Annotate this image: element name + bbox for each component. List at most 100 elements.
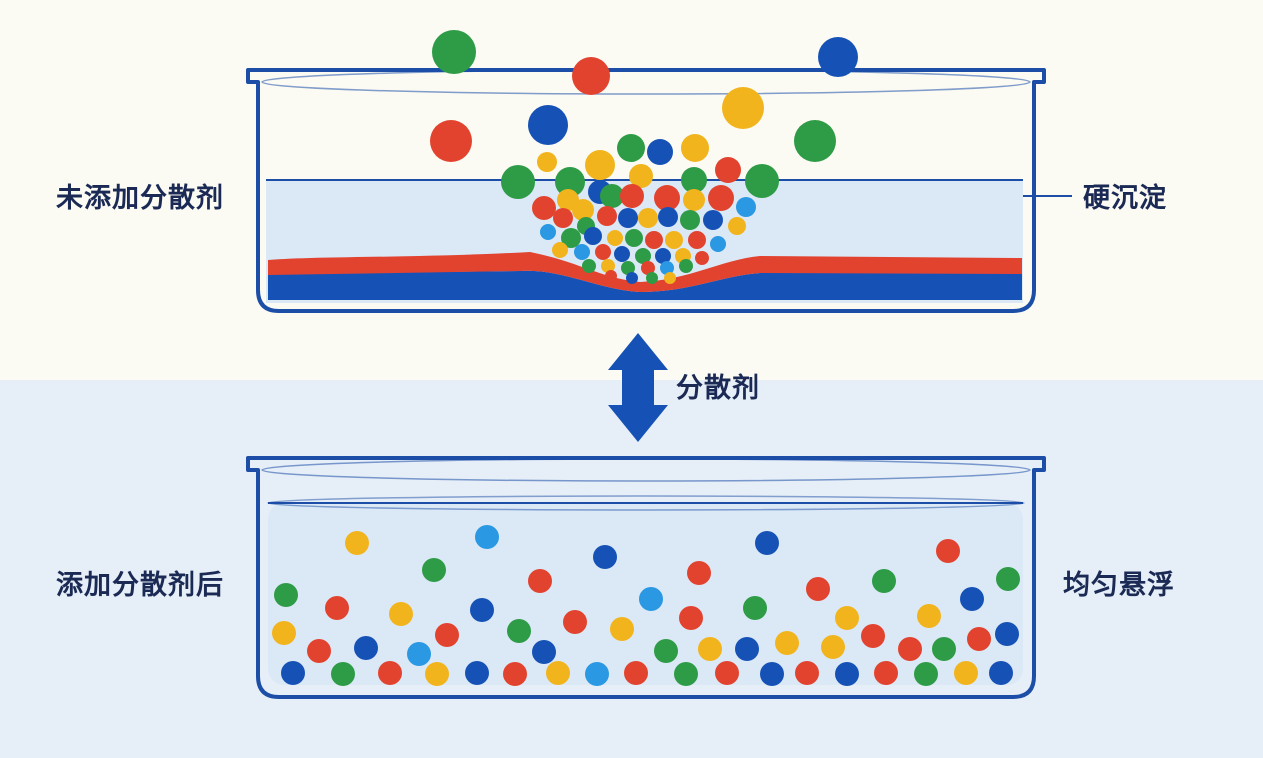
dispersed-particle xyxy=(281,661,305,685)
agglomerated-particle xyxy=(728,217,746,235)
agglomerated-particle xyxy=(432,30,476,74)
agglomerated-particle xyxy=(679,259,693,273)
dispersed-particle xyxy=(954,661,978,685)
agglomerated-particle xyxy=(641,261,655,275)
dispersed-particle xyxy=(610,617,634,641)
agglomerated-particle xyxy=(683,189,705,211)
agglomerated-particle xyxy=(617,134,645,162)
dispersed-particle xyxy=(470,598,494,622)
dispersed-particle xyxy=(932,637,956,661)
agglomerated-particle xyxy=(794,120,836,162)
agglomerated-particle xyxy=(647,139,673,165)
label-dispersant: 分散剂 xyxy=(676,373,760,404)
dispersed-particle xyxy=(422,558,446,582)
suspended-particles xyxy=(272,525,1020,686)
agglomerated-particle xyxy=(681,167,707,193)
agglomerated-particle xyxy=(607,230,623,246)
dispersed-particle xyxy=(654,639,678,663)
agglomerated-particle xyxy=(537,152,557,172)
dispersed-particle xyxy=(325,596,349,620)
agglomerated-particle xyxy=(614,246,630,262)
dispersed-particle xyxy=(775,631,799,655)
double-arrow xyxy=(608,333,668,442)
dispersed-particle xyxy=(639,587,663,611)
agglomerated-particle xyxy=(621,261,635,275)
dispersed-particle xyxy=(755,531,779,555)
agglomerated-particle xyxy=(654,185,680,211)
agglomerated-particle xyxy=(736,197,756,217)
agglomerated-particle xyxy=(664,272,676,284)
agglomerated-particles xyxy=(430,30,858,284)
dispersed-particle xyxy=(760,662,784,686)
dispersed-particle xyxy=(389,602,413,626)
agglomerated-particle xyxy=(572,199,594,221)
agglomerated-particle xyxy=(708,185,734,211)
sediment-red-layer xyxy=(268,252,1022,292)
dispersed-particle xyxy=(898,637,922,661)
agglomerated-particle xyxy=(703,210,723,230)
dispersed-particle xyxy=(425,662,449,686)
agglomerated-particle xyxy=(681,134,709,162)
sediment-blue-layer xyxy=(268,270,1022,300)
agglomerated-particle xyxy=(635,248,651,264)
bottom-inner-ellipse xyxy=(267,495,1025,511)
dispersed-particle xyxy=(345,531,369,555)
label-with-dispersant: 添加分散剂后 xyxy=(56,570,224,601)
dispersed-particle xyxy=(872,569,896,593)
agglomerated-particle xyxy=(430,120,472,162)
agglomerated-particle xyxy=(745,164,779,198)
top-rim-ellipse xyxy=(261,69,1031,95)
agglomerated-particle xyxy=(680,210,700,230)
agglomerated-particle xyxy=(715,157,741,183)
dispersed-particle xyxy=(593,545,617,569)
bottom-rim-ellipse xyxy=(261,458,1031,482)
dispersed-particle xyxy=(917,604,941,628)
agglomerated-particle xyxy=(818,37,858,77)
agglomerated-particle xyxy=(722,87,764,129)
dispersed-particle xyxy=(272,621,296,645)
agglomerated-particle xyxy=(710,236,726,252)
dispersed-particle xyxy=(821,635,845,659)
dispersed-particle xyxy=(743,596,767,620)
top-container xyxy=(246,68,1072,313)
agglomerated-particle xyxy=(582,259,596,273)
dispersed-particle xyxy=(806,577,830,601)
dispersed-particle xyxy=(624,661,648,685)
dispersed-particle xyxy=(995,622,1019,646)
agglomerated-particle xyxy=(553,208,573,228)
dispersed-particle xyxy=(967,627,991,651)
agglomerated-particle xyxy=(626,272,638,284)
label-uniform-suspension: 均匀悬浮 xyxy=(1063,570,1175,601)
agglomerated-particle xyxy=(597,206,617,226)
dispersed-particle xyxy=(585,662,609,686)
agglomerated-particle xyxy=(638,208,658,228)
dispersed-particle xyxy=(914,662,938,686)
agglomerated-particle xyxy=(561,228,581,248)
dispersed-particle xyxy=(503,662,527,686)
agglomerated-particle xyxy=(528,105,568,145)
agglomerated-particle xyxy=(646,272,658,284)
dispersed-particle xyxy=(465,661,489,685)
agglomerated-particle xyxy=(532,196,556,220)
dispersed-particle xyxy=(307,639,331,663)
dispersed-particle xyxy=(835,662,859,686)
dispersed-particle xyxy=(936,539,960,563)
label-hard-sediment: 硬沉淀 xyxy=(1083,183,1167,214)
agglomerated-particle xyxy=(625,229,643,247)
dispersed-particle xyxy=(674,662,698,686)
agglomerated-particle xyxy=(620,184,644,208)
agglomerated-particle xyxy=(605,270,617,282)
bottom-container-outline xyxy=(246,456,1046,699)
dispersed-particle xyxy=(735,637,759,661)
dispersed-particle xyxy=(435,623,459,647)
agglomerated-particle xyxy=(695,251,709,265)
dispersed-particle xyxy=(331,662,355,686)
agglomerated-particle xyxy=(665,231,683,249)
agglomerated-particle xyxy=(660,261,674,275)
agglomerated-particle xyxy=(600,184,624,208)
label-without-dispersant: 未添加分散剂 xyxy=(56,183,224,214)
dispersed-particle xyxy=(475,525,499,549)
dispersed-particle xyxy=(528,569,552,593)
dispersed-particle xyxy=(687,561,711,585)
